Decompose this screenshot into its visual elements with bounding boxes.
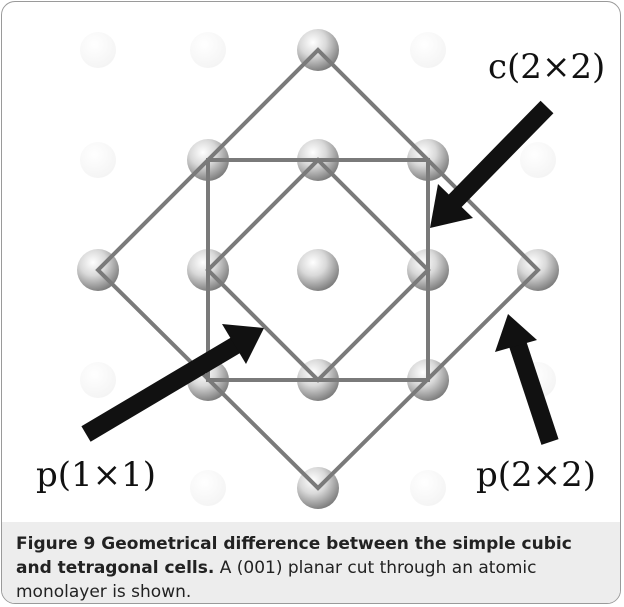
lattice-diagram: c(2×2) p(1×1) p(2×2) bbox=[36, 29, 605, 509]
caption-text: A (001) planar cut through an atomic mon… bbox=[16, 558, 537, 602]
label-p1x1: p(1×1) bbox=[36, 455, 156, 495]
cell-p1x1 bbox=[205, 157, 431, 383]
caption-title: Figure 9 Geometrical difference between … bbox=[16, 534, 572, 578]
arrow-c2x2 bbox=[430, 100, 554, 228]
atom bbox=[297, 249, 339, 291]
arrow-p2x2 bbox=[495, 314, 559, 445]
figure-caption: Figure 9 Geometrical difference between … bbox=[2, 522, 620, 603]
arrow-p1x1 bbox=[81, 324, 264, 442]
arrows bbox=[81, 100, 559, 445]
label-p2x2: p(2×2) bbox=[476, 455, 596, 495]
atoms bbox=[77, 29, 559, 509]
label-c2x2: c(2×2) bbox=[488, 47, 605, 87]
